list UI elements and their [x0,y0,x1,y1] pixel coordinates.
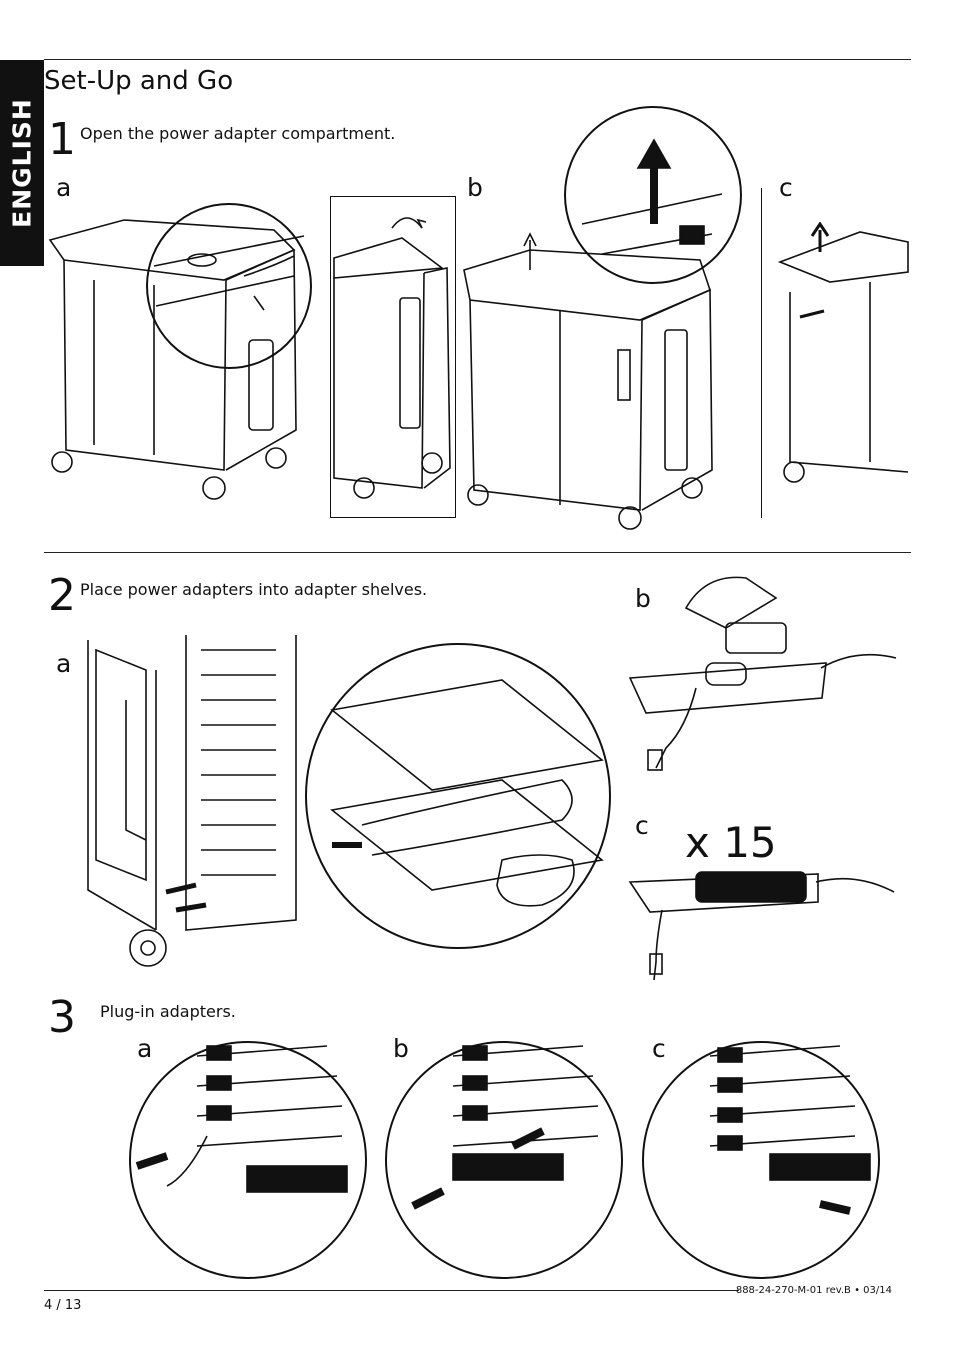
step2-instruction: Place power adapters into adapter shelve… [80,580,428,599]
cart-illustration-1a [48,219,297,500]
page-number: 4 / 13 [44,1298,82,1313]
plug-in-callout-a [129,1041,367,1279]
quantity-label: x 15 [685,818,777,867]
cart-open-illustration [463,232,713,530]
step1-number: 1 [48,114,76,165]
section-title: Set-Up and Go [44,66,234,96]
detail-callout-shelf [305,643,611,949]
step3-label-a: a [137,1034,153,1063]
step3-number: 3 [48,992,76,1043]
step2-rule [44,552,911,553]
plug-in-callout-c [642,1041,880,1279]
step2-number: 2 [48,570,76,621]
language-tab: ENGLISH [0,60,44,266]
step2-label-c: c [635,811,649,840]
step3-instruction: Plug-in adapters. [100,1002,236,1021]
step1-label-c: c [779,173,793,202]
adapter-seated-illustration [628,871,895,981]
step1-inset-frame [330,196,456,518]
cart-side-illustration [333,217,451,499]
adapter-shelves-illustration [87,635,297,967]
language-tab-label: ENGLISH [7,98,37,228]
footer-rule [44,1290,739,1291]
detail-callout-lock [146,203,312,369]
top-rule [44,59,911,60]
step3-label-b: b [393,1034,409,1063]
adapter-placement-illustration [628,576,897,771]
step1-label-a: a [56,173,72,202]
step1-instruction: Open the power adapter compartment. [80,124,396,143]
detail-callout-lift [564,106,742,284]
step1-divider [761,188,762,518]
cart-door-open-illustration [777,222,909,483]
document-code: 888-24-270-M-01 rev.B • 03/14 [735,1285,892,1296]
plug-in-callout-b [385,1041,623,1279]
step2-label-b: b [635,584,651,613]
step3-label-c: c [652,1034,666,1063]
step2-label-a: a [56,649,72,678]
step1-label-b: b [467,173,483,202]
